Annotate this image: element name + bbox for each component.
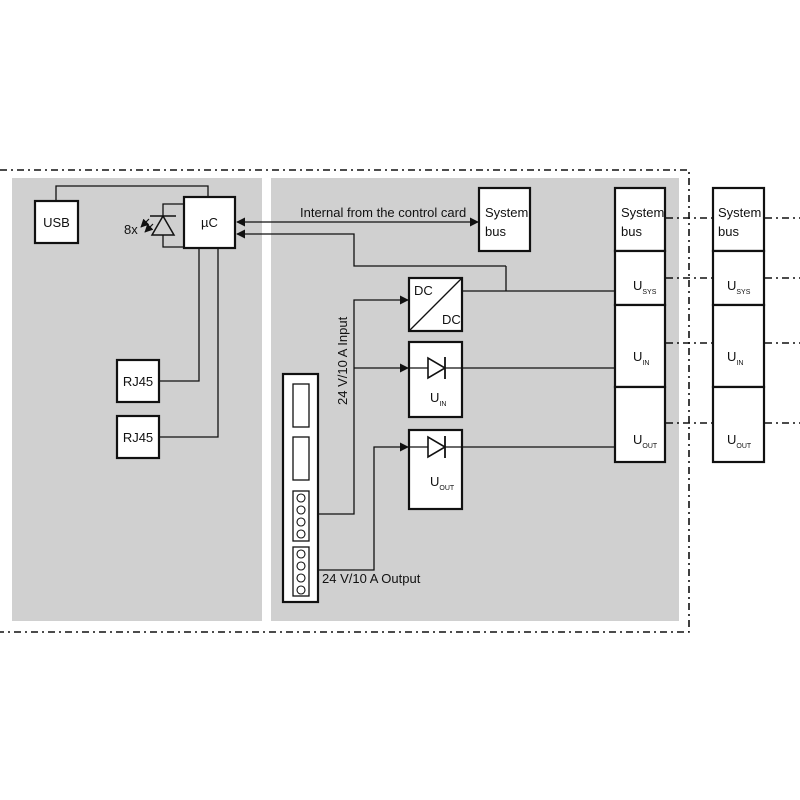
- microcontroller-label: µC: [201, 215, 218, 230]
- output-label: 24 V/10 A Output: [322, 571, 421, 586]
- uout-diode-label: UOUT: [430, 474, 455, 492]
- led-icon: [140, 208, 176, 243]
- output-pins-icon: [296, 549, 306, 595]
- input-pins-icon: [296, 493, 306, 539]
- rj45-box-2: [115, 414, 161, 460]
- right-panel: [271, 178, 679, 621]
- terminal-pins-output: [292, 546, 310, 597]
- rj45-label-2: RJ45: [123, 430, 153, 445]
- terminal-pins-input: [292, 490, 310, 542]
- input-label: 24 V/10 A Input: [335, 316, 350, 405]
- system-bus-box: [477, 186, 532, 253]
- output-wire: [318, 442, 409, 571]
- input-wire: [318, 295, 409, 515]
- bus-column-sysbus-line2: bus: [621, 224, 642, 239]
- ext-bus-uin: [711, 303, 766, 389]
- terminal-slot-1: [292, 383, 310, 428]
- rj45-1-wire: [159, 248, 200, 382]
- bus-column-uin: [613, 303, 667, 389]
- system-bus-line2: bus: [485, 224, 506, 239]
- ext-bus-usys: [711, 249, 766, 307]
- uout-diode-box: [407, 428, 464, 511]
- usys-feedback-wire: [236, 229, 506, 267]
- ext-bus-sysbus-line2: bus: [718, 224, 739, 239]
- dcdc-out-wire: [462, 266, 614, 292]
- rj45-label-1: RJ45: [123, 374, 153, 389]
- bus-column-uout-label: UOUT: [633, 432, 658, 450]
- ext-bus-sysbus-line1: System: [718, 205, 761, 220]
- usb-box: [33, 199, 80, 245]
- usb-label: USB: [43, 215, 70, 230]
- module-frame: [0, 169, 690, 633]
- uout-diode-icon: [409, 435, 462, 459]
- dcdc-in-label: DC: [414, 283, 433, 298]
- microcontroller-box: [182, 195, 237, 250]
- uin-diode-icon: [409, 356, 462, 380]
- uin-diode-box: [407, 340, 464, 419]
- internal-link-label: Internal from the control card: [300, 205, 466, 220]
- bus-column-uin-label: UIN: [633, 349, 649, 367]
- dcdc-out-label: DC: [442, 312, 461, 327]
- ext-bus-uin-label: UIN: [727, 349, 743, 367]
- bus-column-usys: [613, 249, 667, 307]
- rj45-box-1: [115, 358, 161, 404]
- system-bus-line1: System: [485, 205, 528, 220]
- ext-bus-uout-label: UOUT: [727, 432, 752, 450]
- led-count-label: 8x: [124, 222, 138, 237]
- usb-wire: [55, 185, 209, 201]
- bus-column-uout: [613, 385, 667, 464]
- bus-column-usys-label: USYS: [633, 278, 657, 296]
- bus-column-sysbus-line1: System: [621, 205, 664, 220]
- terminal-slot-2: [292, 436, 310, 481]
- led-wire: [162, 203, 184, 248]
- rj45-2-wire: [159, 248, 219, 438]
- ext-bus-usys-label: USYS: [727, 278, 751, 296]
- ext-bus-uout: [711, 385, 766, 464]
- uin-diode-label: UIN: [430, 390, 446, 408]
